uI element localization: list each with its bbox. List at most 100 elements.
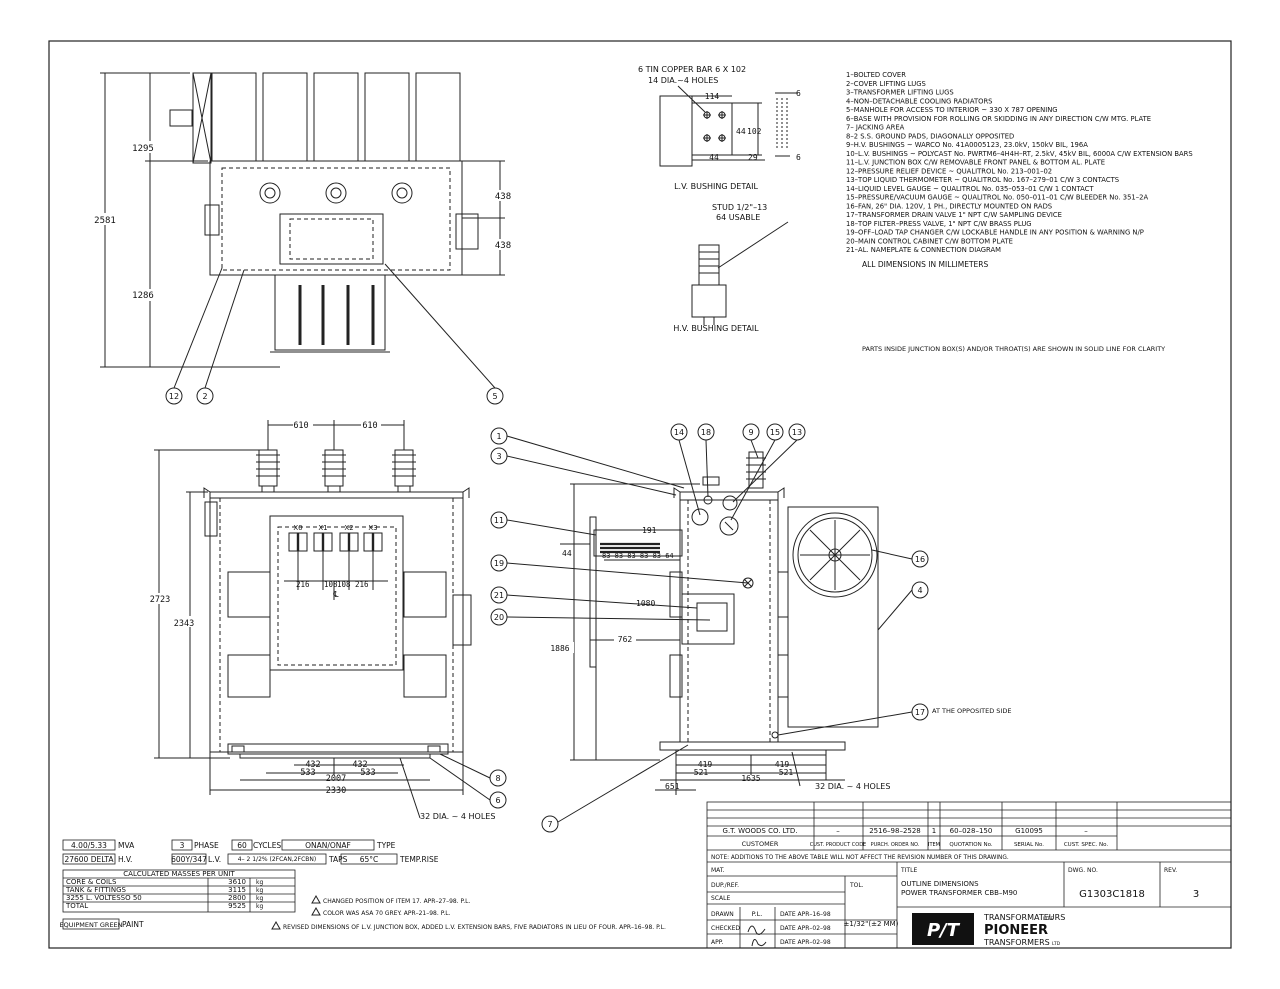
mass-unit: kg bbox=[256, 879, 263, 886]
dim-2723: 2723 bbox=[150, 595, 170, 605]
lv-detail-text: 6 TIN COPPER BAR 6 X 102 14 DIA.~4 HOLES… bbox=[638, 65, 801, 191]
mass-value: 3610 bbox=[228, 878, 246, 886]
top-view bbox=[100, 72, 505, 389]
hdr-item: ITEM bbox=[928, 842, 940, 848]
hdr-cust-po: CUST. PRODUCT CODE bbox=[810, 842, 866, 848]
cycles-value: 60 bbox=[237, 841, 247, 850]
drawn-by: P.L. bbox=[752, 910, 763, 918]
side-holes-note: 32 DIA. ~ 4 HOLES bbox=[815, 782, 890, 791]
company-logo: P/T TRANSFORMATEURS LTÉE PIONEER TRANSFO… bbox=[912, 913, 1065, 947]
radiator bbox=[364, 72, 410, 162]
dim-2330: 2330 bbox=[326, 786, 346, 796]
hdr-serial: SERIAL No. bbox=[1014, 842, 1044, 848]
dim-651: 651 bbox=[665, 782, 680, 791]
dim-432-left: 432 bbox=[305, 760, 320, 770]
balloon-label: 7 bbox=[547, 820, 552, 829]
taps-value: 4– 2 1/2% (2FCAN,2FCBN) bbox=[238, 856, 316, 863]
radiator bbox=[211, 72, 257, 162]
signatures bbox=[747, 925, 767, 947]
dim-114: 114 bbox=[705, 92, 720, 101]
balloon-14: 14 bbox=[670, 423, 688, 441]
dim-1886: 1886 bbox=[550, 644, 569, 653]
hv-bushing-detail bbox=[691, 221, 789, 325]
parts-list-item: 1–BOLTED COVER bbox=[846, 71, 906, 79]
taps-label: TAPS bbox=[328, 855, 348, 864]
rev-label: REV. bbox=[1164, 867, 1177, 874]
quotation-value: 60–028–150 bbox=[950, 827, 993, 835]
balloon-label: 21 bbox=[494, 591, 504, 600]
hv-detail-text: STUD 1/2"–13 64 USABLE H.V. BUSHING DETA… bbox=[673, 203, 767, 333]
lv-bushing-detail bbox=[659, 85, 798, 167]
parts-list-item: 7– JACKING AREA bbox=[846, 124, 905, 132]
dim-29: 29 bbox=[748, 153, 758, 162]
balloon-label: 5 bbox=[492, 392, 497, 401]
tank-side bbox=[679, 491, 779, 743]
parts-list-item: 4–NON–DETACHABLE COOLING RADIATORS bbox=[846, 97, 992, 105]
front-holes-note: 32 DIA. ~ 4 HOLES bbox=[420, 812, 495, 821]
lv-holes-note: 14 DIA.~4 HOLES bbox=[648, 76, 718, 85]
hdr-customer: CUSTOMER bbox=[742, 840, 779, 848]
dim-521-right: 521 bbox=[779, 768, 794, 777]
mva-value: 4.00/5.33 bbox=[71, 841, 107, 850]
dim-432-right: 432 bbox=[352, 760, 367, 770]
dim-102: 102 bbox=[747, 127, 762, 136]
lv-label: L.V. bbox=[208, 855, 221, 864]
balloon-label: 16 bbox=[915, 555, 925, 564]
title-block-text: G.T. WOODS CO. LTD. – 2516–98–2528 1 60–… bbox=[711, 827, 1199, 946]
mass-value: 9525 bbox=[228, 902, 246, 910]
dim-1635: 1635 bbox=[741, 774, 760, 783]
balloon-7: 7 bbox=[541, 815, 559, 833]
parts-list-item: 17–TRANSFORMER DRAIN VALVE 1" NPT C/W SA… bbox=[846, 211, 1062, 219]
hdr-purch: PURCH. ORDER NO. bbox=[871, 842, 920, 848]
balloon-label: 19 bbox=[494, 559, 504, 568]
title-block bbox=[706, 801, 1232, 949]
side-view-text: 191 44 83 83 83 83 83 64 1080 762 1886 4… bbox=[546, 526, 1011, 791]
company-line-1: TRANSFORMATEURS bbox=[983, 913, 1065, 922]
dim-191: 191 bbox=[642, 526, 657, 535]
hv-bushing bbox=[256, 435, 280, 493]
radiator bbox=[313, 72, 359, 162]
dim-438-lower: 438 bbox=[495, 241, 511, 251]
parts-list-item: 11–L.V. JUNCTION BOX C/W REMOVABLE FRONT… bbox=[846, 159, 1105, 167]
tank-top bbox=[209, 160, 463, 276]
balloon-label: 20 bbox=[494, 613, 504, 622]
mass-label: CORE & COILS bbox=[66, 878, 117, 886]
type-value: ONAN/ONAF bbox=[305, 841, 351, 850]
type-label: TYPE bbox=[376, 841, 396, 850]
sheet-border bbox=[48, 40, 1232, 949]
opposited-side-note: AT THE OPPOSITED SIDE bbox=[932, 707, 1011, 715]
revision-number: 3 bbox=[1193, 889, 1199, 900]
parts-list-item: 14–LIQUID LEVEL GAUGE ~ QUALITROL No. 03… bbox=[846, 185, 1094, 193]
dim-533-left: 533 bbox=[300, 768, 315, 778]
dim-44-vert: 44 bbox=[736, 127, 746, 136]
company-ltee: LTÉE bbox=[1043, 914, 1053, 922]
dim-44: 44 bbox=[562, 549, 572, 558]
parts-list-item: 2–COVER LIFTING LUGS bbox=[846, 80, 926, 88]
dim-610-left: 610 bbox=[293, 421, 308, 431]
side-view bbox=[506, 435, 913, 795]
balloon-9: 9 bbox=[742, 423, 760, 441]
balloon-label: 13 bbox=[792, 428, 802, 437]
dim-2581: 2581 bbox=[94, 216, 116, 226]
dwg-label: DWG. NO. bbox=[1068, 867, 1098, 874]
paint-label: PAINT bbox=[122, 920, 144, 929]
revision-triangle-icon bbox=[271, 920, 281, 930]
dim-bar-spacing: 83 83 83 83 83 64 bbox=[602, 552, 674, 560]
parts-list-item: 6–BASE WITH PROVISION FOR ROLLING OR SKI… bbox=[846, 115, 1151, 123]
side-view-balloons: 1 3 11 19 21 20 14 18 9 15 13 16 4 17 bbox=[490, 423, 929, 721]
hv-detail-title: H.V. BUSHING DETAIL bbox=[673, 324, 759, 333]
parts-inside-note: PARTS INSIDE JUNCTION BOX(S) AND/OR THRO… bbox=[862, 345, 1165, 353]
balloon-21: 21 bbox=[490, 586, 508, 604]
dim-419-right: 419 bbox=[775, 760, 790, 769]
logo-text: P/T bbox=[927, 920, 961, 941]
tol-label: TOL. bbox=[849, 882, 864, 889]
parts-list-item: 9–H.V. BUSHINGS ~ WARCO No. 41A0005123, … bbox=[846, 141, 1088, 149]
dim-44-horiz: 44 bbox=[709, 153, 719, 162]
dim-1080: 1080 bbox=[636, 599, 655, 608]
balloon-15: 15 bbox=[766, 423, 784, 441]
app-date: DATE APR–02–98 bbox=[780, 939, 831, 946]
balloon-label: 2 bbox=[202, 392, 207, 401]
balloon-label: 8 bbox=[495, 774, 500, 783]
